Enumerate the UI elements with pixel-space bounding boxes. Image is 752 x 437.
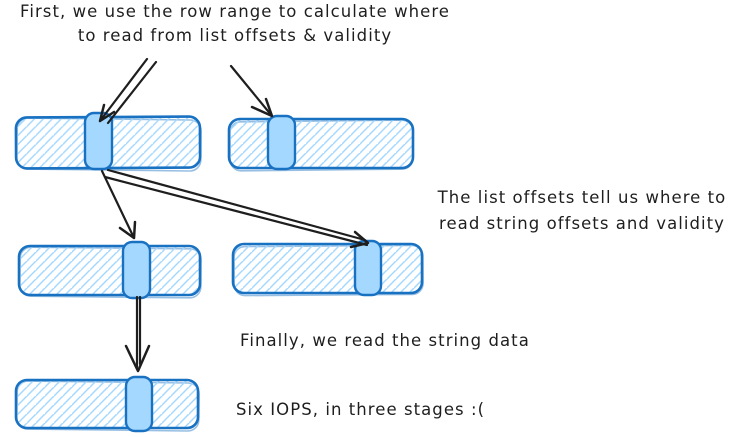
highlight-segment — [266, 114, 297, 171]
arrow-head — [98, 103, 116, 123]
caption-stage1: First, we use the row range to calculate… — [0, 0, 470, 48]
arrow-string-offsets-to-string-data — [124, 295, 151, 373]
caption-stage1-line1: First, we use the row range to calculate… — [20, 2, 450, 21]
arrow-row-range-to-list-offsets — [98, 57, 158, 125]
bar-list-offsets — [14, 111, 202, 172]
caption-stage1-line2: to read from list offsets & validity — [77, 26, 393, 45]
highlight-segment — [83, 111, 114, 171]
arrow-head — [349, 230, 370, 249]
arrow-head — [250, 97, 274, 118]
highlight-segment — [124, 375, 154, 433]
arrow-row-range-to-list-validity — [229, 64, 274, 118]
highlight-segment — [121, 240, 152, 300]
bar-string-offsets — [17, 240, 202, 300]
caption-summary: Six IOPS, in three stages :( — [236, 400, 486, 419]
caption-stage2-line1: The list offsets tell us where to — [437, 188, 727, 207]
bar-string-data — [14, 375, 200, 433]
caption-stage3: Finally, we read the string data — [240, 331, 530, 350]
arrow-head — [124, 344, 151, 373]
caption-stage2: The list offsets tell us where to read s… — [412, 185, 752, 237]
caption-stage2-line2: read string offsets and validity — [438, 214, 725, 233]
arrow-head — [118, 220, 137, 240]
arrow-list-offsets-to-string-offsets — [100, 169, 137, 240]
arrow-list-offsets-to-string-validity — [103, 168, 370, 249]
bar-list-validity — [227, 114, 415, 172]
bar-string-validity — [231, 239, 424, 297]
highlight-segment — [353, 239, 383, 297]
